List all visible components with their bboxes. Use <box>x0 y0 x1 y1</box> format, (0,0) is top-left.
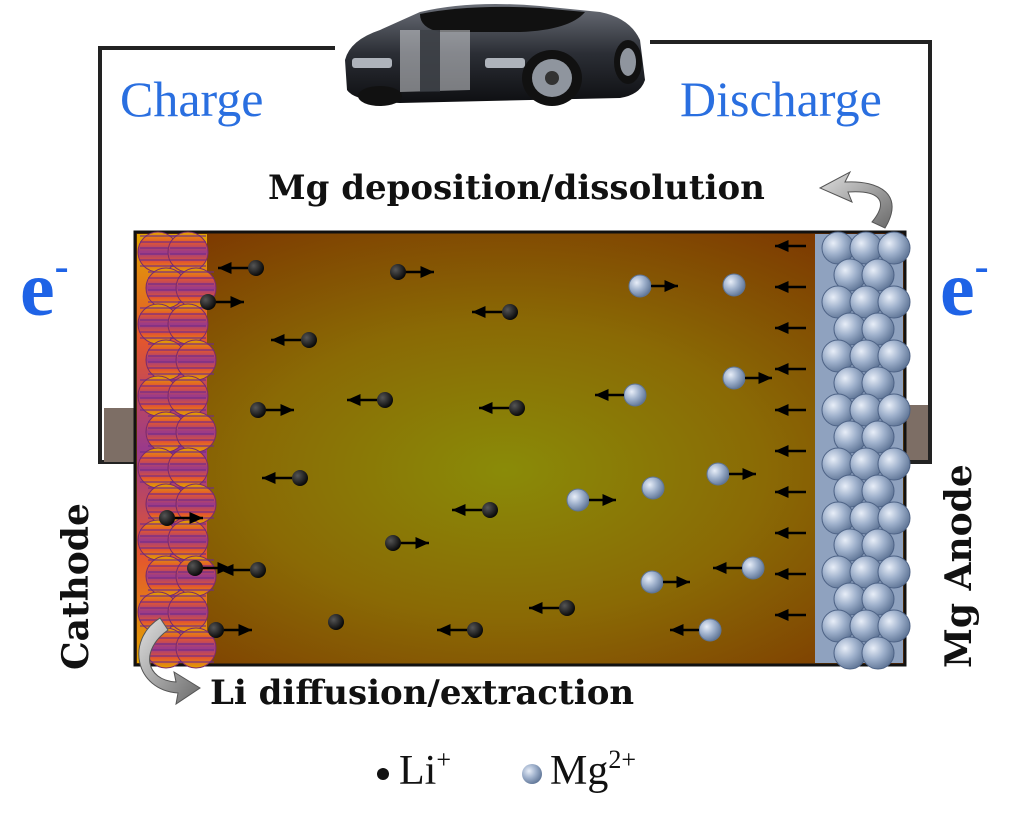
anode-mg-sphere <box>878 448 910 480</box>
cathode-label: Cathode <box>55 503 97 670</box>
mg-deposition-label: Mg deposition/dissolution <box>268 168 765 208</box>
anode-mg-sphere <box>878 610 910 642</box>
anode-mg-sphere <box>878 394 910 426</box>
deposition-arrow-icon <box>820 172 892 228</box>
mg-ion-sphere <box>723 274 745 296</box>
anode-layer <box>815 232 910 669</box>
li-ion-dot <box>328 614 344 630</box>
electron-charge: - <box>975 244 989 290</box>
cathode-particle <box>168 448 208 488</box>
electron-symbol: e <box>20 245 55 332</box>
legend-li: Li+ <box>373 747 451 795</box>
li-ion-dot-icon <box>373 764 393 784</box>
legend-mg-text: Mg <box>550 748 608 794</box>
left-terminal <box>104 408 138 462</box>
li-diffusion-label: Li diffusion/extraction <box>210 673 634 713</box>
mg-anode-label: Mg Anode <box>938 464 980 668</box>
cathode-particle <box>168 520 208 560</box>
car-icon <box>345 4 645 106</box>
mg-ion-sphere <box>642 477 664 499</box>
legend-li-text: Li <box>399 748 436 794</box>
legend-li-sup: + <box>436 745 451 774</box>
electron-left-label: e- <box>20 250 69 328</box>
legend-mg-sup: 2+ <box>608 745 636 774</box>
anode-mg-sphere <box>878 502 910 534</box>
anode-mg-sphere <box>878 340 910 372</box>
anode-mg-sphere <box>878 286 910 318</box>
electron-right-label: e- <box>940 250 989 328</box>
cathode-particle <box>176 340 216 380</box>
electron-symbol: e <box>940 245 975 332</box>
cathode-particle <box>168 304 208 344</box>
cathode-particle <box>168 232 208 272</box>
electron-charge: - <box>55 244 69 290</box>
electrolyte <box>135 232 905 665</box>
anode-mg-sphere <box>862 637 894 669</box>
anode-mg-sphere <box>878 232 910 264</box>
cathode-particle <box>168 592 208 632</box>
cathode-particle <box>176 412 216 452</box>
charge-label: Charge <box>120 70 263 128</box>
anode-mg-sphere <box>878 556 910 588</box>
legend-mg: Mg2+ <box>520 747 636 795</box>
discharge-label: Discharge <box>680 70 882 128</box>
anode-mg-sphere <box>834 637 866 669</box>
mg-ion-sphere-icon <box>520 761 546 787</box>
cathode-particle <box>168 376 208 416</box>
